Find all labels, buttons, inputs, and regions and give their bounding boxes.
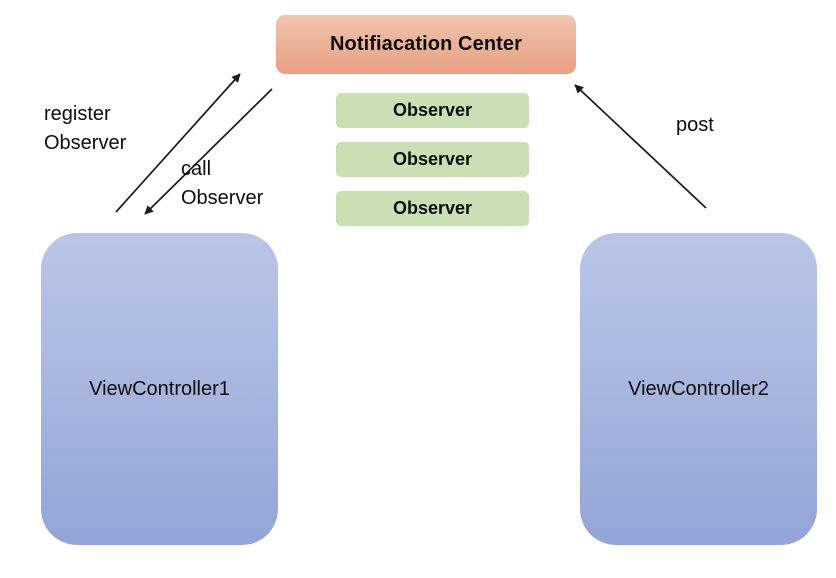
edge-label-register-observer: register Observer	[44, 103, 127, 154]
observer-node[interactable]: Observer	[336, 93, 529, 128]
view-controller-1-node[interactable]: ViewController1	[41, 233, 278, 545]
view-controller-2-node[interactable]: ViewController2	[580, 233, 817, 545]
edge-label-call-observer: call Observer	[181, 158, 264, 209]
edge-label-post: post	[676, 114, 714, 136]
observer-node[interactable]: Observer	[336, 191, 529, 226]
arrow-post	[574, 84, 707, 209]
notification-center-node[interactable]: Notifiacation Center	[276, 15, 576, 74]
observer-node[interactable]: Observer	[336, 142, 529, 177]
